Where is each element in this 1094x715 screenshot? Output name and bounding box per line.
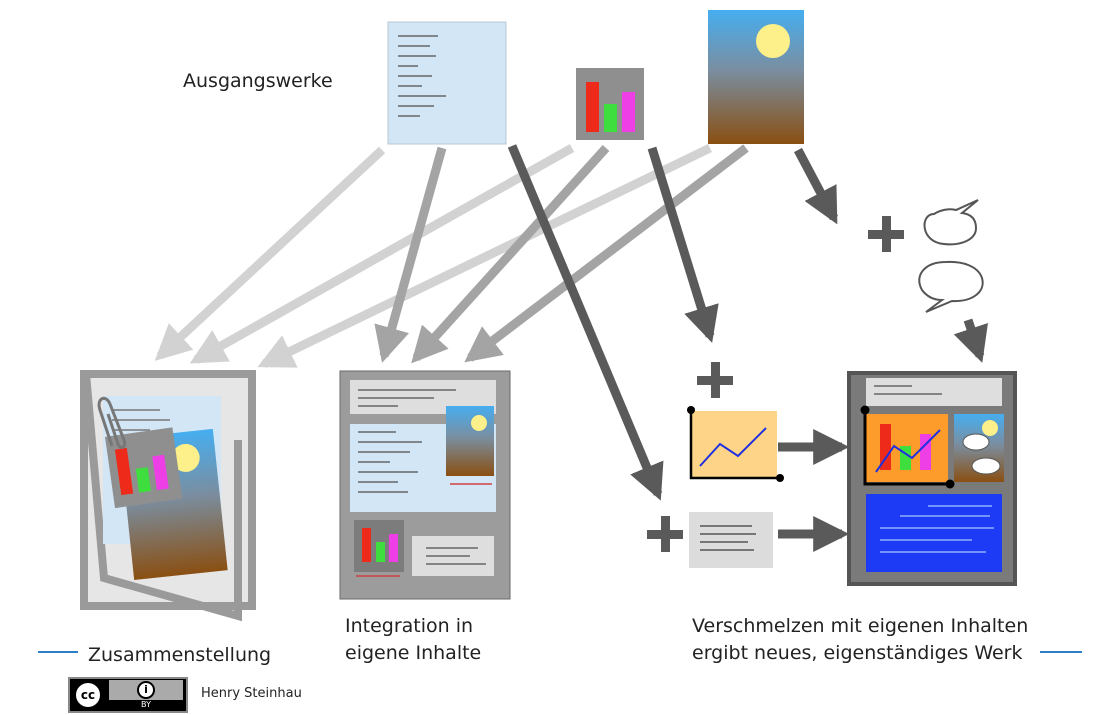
by-attribution-panel: i BY — [109, 680, 183, 710]
text-document-icon — [387, 21, 507, 145]
paperclip-icon — [97, 396, 127, 449]
compilation-label: Zusammenstellung — [88, 644, 272, 666]
mid-arrows — [374, 144, 749, 364]
cc-by-license-badge[interactable]: cc i BY — [68, 677, 188, 713]
speech-bubble-icon — [918, 260, 984, 313]
integration-label: Integration in eigene Inhalte — [345, 615, 482, 664]
by-label: BY — [109, 700, 183, 710]
plus-icon — [647, 516, 683, 552]
compilation-folder — [80, 370, 256, 622]
speech-bubble-icon — [923, 199, 979, 246]
author-name: Henry Steinhau — [201, 686, 302, 701]
dark-arrows — [507, 144, 988, 552]
line-chart-icon — [687, 406, 784, 482]
result-document — [847, 371, 1017, 586]
merging-label: Verschmelzen mit eigenen Inhalten ergibt… — [692, 615, 1029, 664]
source-works-label: Ausgangswerke — [183, 70, 333, 92]
landscape-picture-icon — [708, 10, 804, 144]
plus-icon — [697, 362, 733, 398]
plus-icon — [868, 216, 904, 252]
cc-logo-icon: cc — [73, 680, 103, 710]
attribution-person-icon: i — [137, 681, 155, 699]
own-text-block — [689, 512, 773, 568]
light-arrows — [154, 143, 712, 369]
bar-chart-icon — [576, 68, 644, 140]
integration-document — [339, 370, 511, 600]
